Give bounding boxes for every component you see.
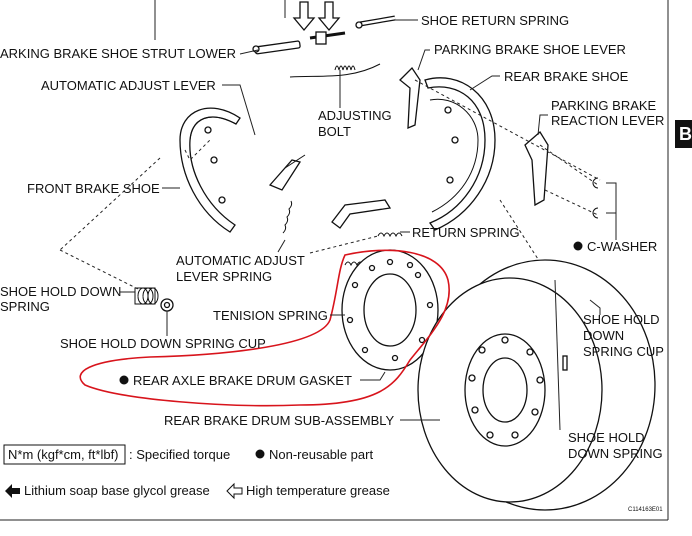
rear-brake-drum-part	[417, 259, 656, 511]
label-adjusting-bolt-1: ADJUSTING	[318, 108, 392, 123]
label-return-spring: RETURN SPRING	[412, 225, 520, 240]
parking-brake-reaction-lever-part	[524, 131, 549, 207]
non-reusable-dot-gasket	[119, 375, 129, 385]
label-shoe-hold-down-spring-cup-left: SHOE HOLD DOWN SPRING CUP	[60, 336, 266, 351]
label-shoe-hold-down-spring-right-2: DOWN SPRING	[568, 446, 663, 461]
c-washer-part-2	[592, 207, 599, 219]
lithium-grease-arrow-icon	[5, 484, 20, 498]
label-shoe-return-spring: SHOE RETURN SPRING	[421, 13, 569, 28]
label-adjusting-bolt-2: BOLT	[318, 124, 351, 139]
label-shoe-hold-down-spring-left-1: SHOE HOLD DOWN	[0, 284, 121, 299]
torque-legend-box	[3, 444, 126, 465]
part-labels: SHOE RETURN SPRING ARKING BRAKE SHOE STR…	[0, 13, 664, 461]
rear-brake-shoe-part	[424, 77, 496, 231]
label-automatic-adjust-lever-spring-2: LEVER SPRING	[176, 269, 272, 284]
label-parking-brake-shoe-lever: PARKING BRAKE SHOE LEVER	[434, 42, 626, 57]
shoe-hold-down-spring-left-part	[137, 287, 159, 305]
high-temp-grease-arrow-icon	[226, 482, 243, 500]
label-rear-brake-drum-sub-assembly: REAR BRAKE DRUM SUB-ASSEMBLY	[164, 413, 395, 428]
legend-torque-box-text: N*m (kgf*cm, ft*lbf)	[8, 447, 119, 462]
strut-lower-part	[254, 40, 301, 55]
legend-non-reusable-dot	[255, 449, 265, 459]
leader-lines	[120, 19, 617, 431]
label-parking-brake-reaction-lever-1: PARKING BRAKE	[551, 98, 657, 113]
label-automatic-adjust-lever-spring-1: AUTOMATIC ADJUST	[176, 253, 305, 268]
front-brake-shoe-part	[179, 107, 241, 233]
label-shoe-hold-down-spring-cup-right-1: SHOE HOLD	[583, 312, 660, 327]
section-tab-letter: B	[679, 124, 692, 144]
return-spring-part	[377, 232, 403, 238]
red-annotation-circle	[79, 249, 450, 407]
label-parking-brake-reaction-lever-2: REACTION LEVER	[551, 113, 664, 128]
label-tension-spring: TENISION SPRING	[213, 308, 328, 323]
label-automatic-adjust-lever: AUTOMATIC ADJUST LEVER	[41, 78, 216, 93]
legend-non-reusable-text: Non-reusable part	[269, 447, 373, 462]
rear-axle-brake-drum-gasket-part	[341, 249, 439, 371]
label-shoe-hold-down-spring-right-1: SHOE HOLD	[568, 430, 645, 445]
non-reusable-dot-c-washer	[573, 241, 583, 251]
label-rear-axle-brake-drum-gasket: REAR AXLE BRAKE DRUM GASKET	[133, 373, 352, 388]
section-tab	[675, 120, 692, 148]
label-parking-brake-shoe-strut-lower: ARKING BRAKE SHOE STRUT LOWER	[0, 46, 236, 61]
adjusting-bolt-assembly	[154, 0, 396, 78]
assembly-dashed-lines	[59, 79, 601, 291]
label-front-brake-shoe: FRONT BRAKE SHOE	[27, 181, 160, 196]
legend: N*m (kgf*cm, ft*lbf) : Specified torque …	[3, 444, 663, 513]
legend-lithium-grease-text: Lithium soap base glycol grease	[24, 483, 210, 498]
label-c-washer: C-WASHER	[587, 239, 657, 254]
parking-brake-shoe-lever-part	[399, 66, 421, 130]
adjust-lever-spring-part	[282, 200, 293, 234]
automatic-adjust-lever-part	[268, 159, 302, 191]
high-temp-grease-arrow-2	[317, 1, 341, 32]
label-shoe-hold-down-spring-left-2: SPRING	[0, 299, 50, 314]
legend-torque-text: : Specified torque	[129, 447, 230, 462]
high-temp-grease-arrow-1	[292, 1, 316, 32]
figure-code: C114163E01	[628, 507, 663, 513]
legend-high-temp-grease-text: High temperature grease	[246, 483, 390, 498]
label-shoe-hold-down-spring-cup-right-2: DOWN	[583, 328, 624, 343]
strut-part	[331, 199, 392, 229]
label-shoe-hold-down-spring-cup-right-3: SPRING CUP	[583, 344, 664, 359]
label-rear-brake-shoe: REAR BRAKE SHOE	[504, 69, 629, 84]
